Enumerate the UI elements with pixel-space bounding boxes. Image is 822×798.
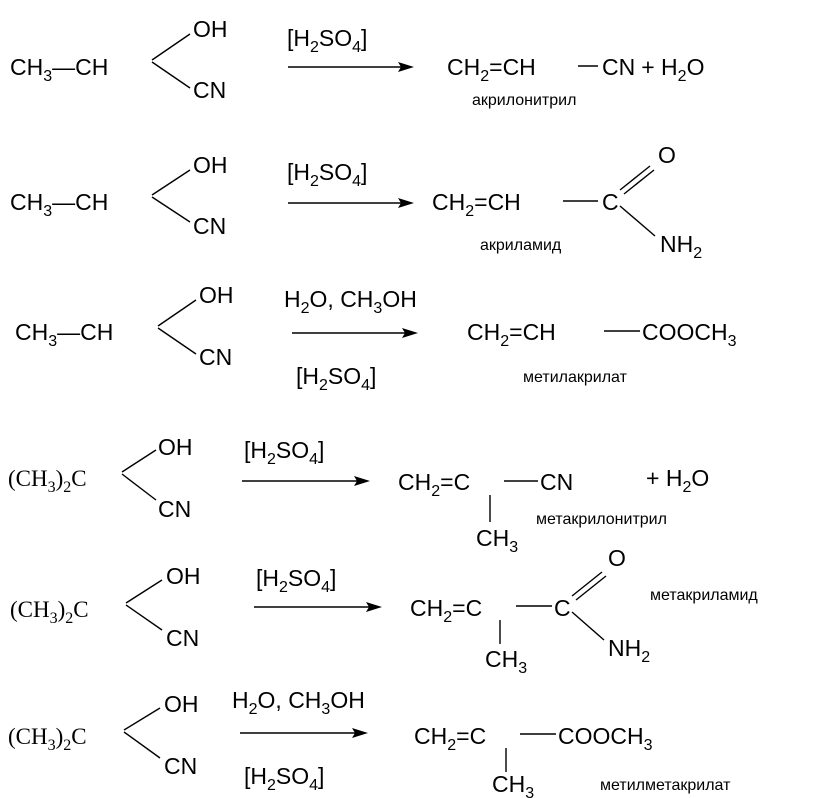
reaction-4: (CH3)2C OH CN [H2SO4] CH2=C CN + H2O CH3… — [8, 434, 709, 556]
cn-group-4: CN — [158, 496, 191, 522]
svg-text:COOCH3: COOCH3 — [642, 319, 737, 350]
product-3: CH2=CH — [467, 319, 556, 350]
svg-text:NH2: NH2 — [608, 635, 650, 666]
product-6: CH2=C — [414, 723, 486, 754]
svg-text:CH3: CH3 — [485, 646, 527, 677]
reagent-above-4: [H2SO4] — [244, 437, 324, 468]
cn-group-5: CN — [166, 625, 199, 651]
reagent-above-1: [H2SO4] — [287, 25, 367, 56]
reactant-2: CH3—CH — [10, 189, 108, 220]
oh-group-4: OH — [158, 434, 193, 460]
reaction-3: CH3—CH OH CN H2O, CH3OH [H2SO4] CH2=CH C… — [15, 282, 737, 394]
svg-text:CN: CN — [540, 469, 573, 495]
reactant-3: CH3—CH — [15, 319, 113, 350]
reaction-5: (CH3)2C OH CN [H2SO4] CH2=C C O NH2 CH3 … — [10, 545, 758, 677]
svg-text:+ H2O: + H2O — [646, 465, 709, 496]
reaction-2: CH3—CH OH CN [H2SO4] CH2=CH C O NH2 акри… — [10, 142, 702, 262]
reaction-6: (CH3)2C OH CN H2O, CH3OH [H2SO4] CH2=C C… — [8, 687, 731, 798]
oh-group-5: OH — [166, 563, 201, 589]
product-name-4: метакрилонитрил — [536, 511, 667, 528]
product-name-6: метилметакрилат — [600, 777, 731, 794]
oh-group-1: OH — [193, 16, 228, 42]
reagent-below-3: [H2SO4] — [296, 363, 376, 394]
cn-group-1: CN — [193, 77, 226, 103]
product-1: CH2=CH — [447, 54, 536, 85]
reagent-above-3: H2O, CH3OH — [284, 286, 417, 317]
bond-cn-1 — [151, 61, 191, 89]
svg-text:COOCH3: COOCH3 — [558, 723, 653, 754]
cn-group-6: CN — [164, 753, 197, 779]
bond-oh-1 — [151, 33, 191, 61]
product-2: CH2=CH — [432, 189, 521, 220]
oh-group-2: OH — [193, 152, 228, 178]
product-5: CH2=C — [410, 595, 482, 626]
svg-text:CN+ H2O: CN+ H2O — [602, 54, 704, 85]
reagent-above-6: H2O, CH3OH — [232, 687, 365, 718]
reactant-6: (CH3)2C — [8, 724, 87, 754]
reactant-1: CH3—CH — [10, 54, 108, 85]
product-name-3: метилакрилат — [523, 369, 628, 386]
svg-text:O: O — [608, 545, 626, 571]
product-name-1: акрилонитрил — [472, 92, 576, 109]
product-name-5: метакриламид — [650, 587, 758, 604]
reactant-5: (CH3)2C — [10, 597, 89, 627]
oh-group-3: OH — [199, 282, 234, 308]
svg-text:CH3: CH3 — [492, 771, 534, 798]
product-name-2: акриламид — [480, 237, 562, 254]
svg-text:O: O — [658, 142, 676, 168]
reactant-4: (CH3)2C — [8, 466, 87, 496]
reagent-below-6: [H2SO4] — [244, 763, 324, 794]
svg-text:NH2: NH2 — [660, 231, 702, 262]
reagent-above-5: [H2SO4] — [256, 565, 336, 596]
svg-text:CH3: CH3 — [476, 525, 518, 556]
product-4: CH2=C — [398, 469, 470, 500]
cn-group-2: CN — [193, 213, 226, 239]
svg-text:C: C — [602, 189, 619, 215]
oh-group-6: OH — [164, 691, 199, 717]
reaction-1: CH3—CH OH CN [H2SO4] CH2=CH CN+ H2O акри… — [10, 16, 704, 109]
reagent-above-2: [H2SO4] — [287, 159, 367, 190]
cn-group-3: CN — [199, 344, 232, 370]
svg-text:C: C — [554, 595, 571, 621]
